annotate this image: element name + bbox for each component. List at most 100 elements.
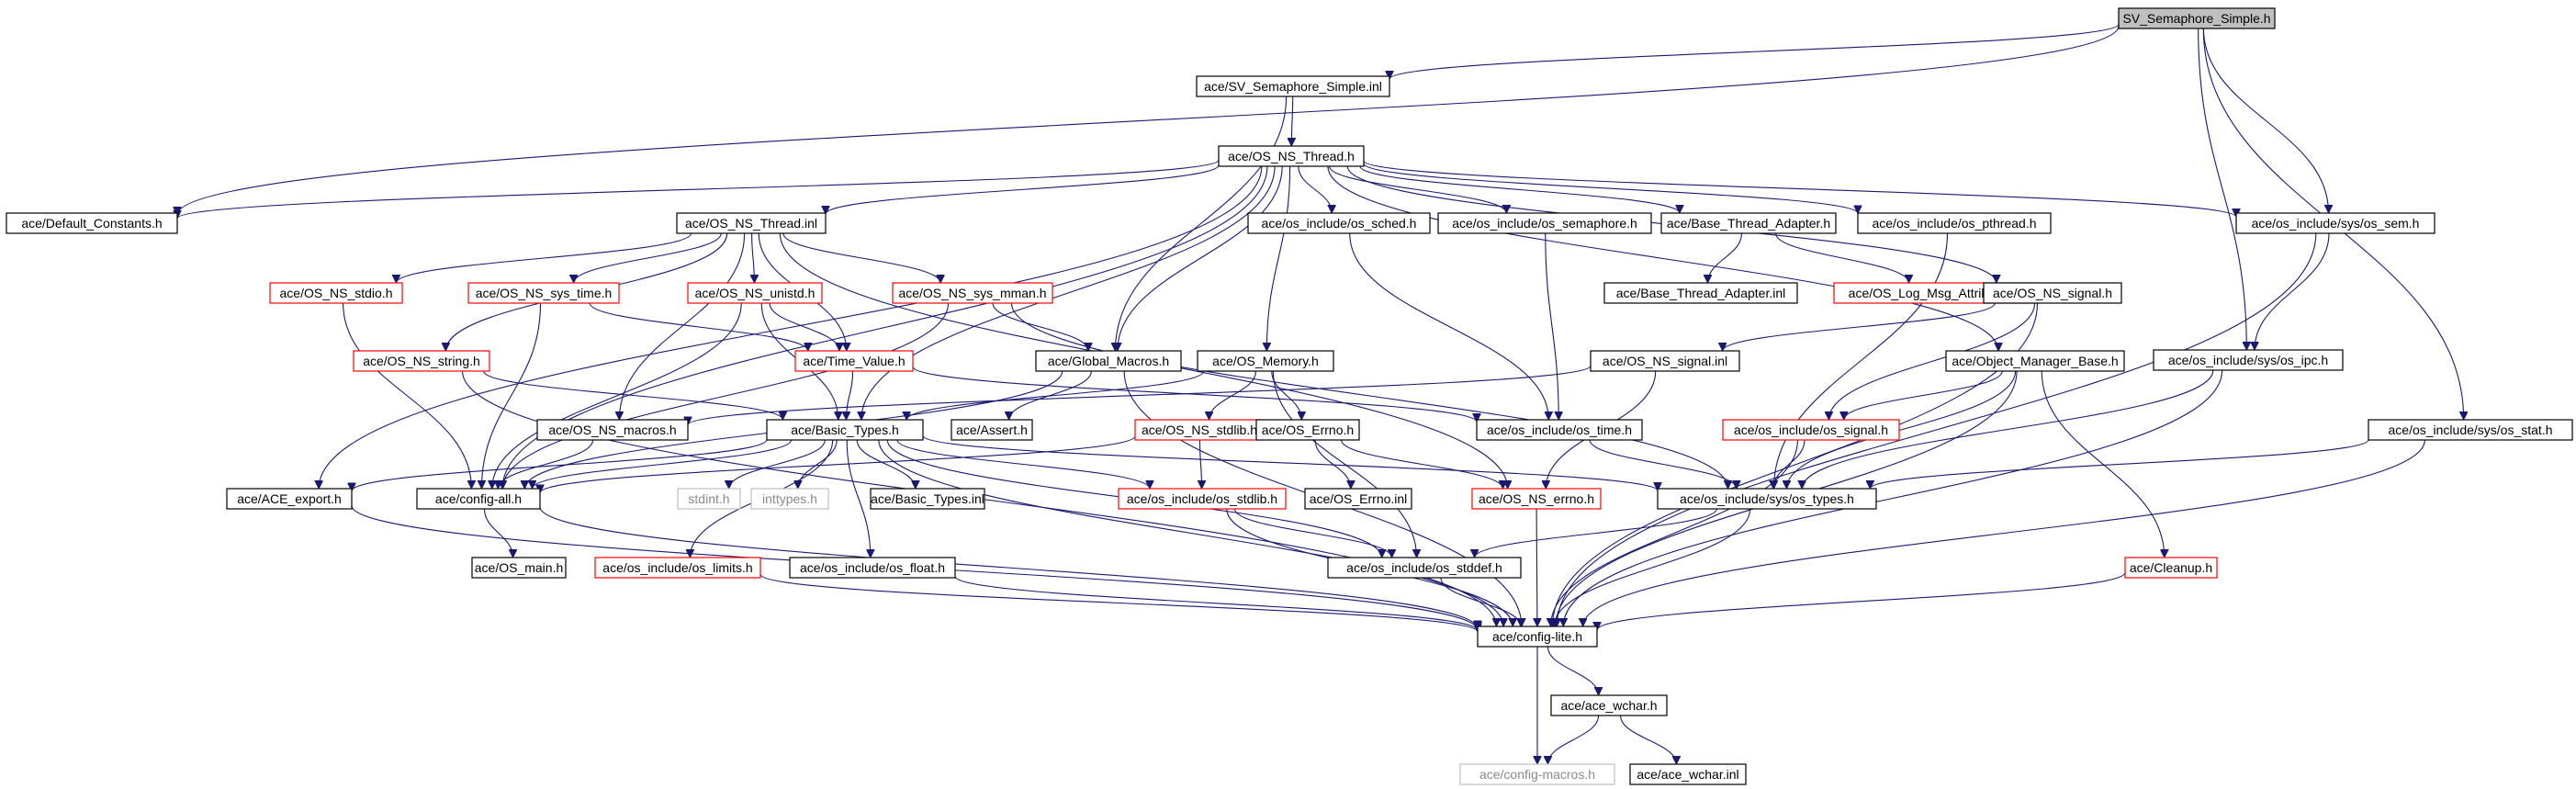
node-box[interactable] [1218,145,1365,167]
graph-node[interactable]: ace/os_include/sys/os_types.h [1657,488,1877,510]
node-box[interactable] [2153,349,2344,371]
node-box[interactable] [1035,350,1182,372]
node-box[interactable] [1197,350,1334,372]
graph-node[interactable]: ace/OS_NS_stdlib.h [1134,419,1265,441]
node-box[interactable] [1196,75,1390,97]
graph-node[interactable]: ace/config-macros.h [1459,763,1615,785]
graph-node[interactable]: ace/os_include/os_sched.h [1247,212,1431,234]
node-box[interactable] [676,212,827,234]
graph-node[interactable]: ace/config-lite.h [1477,626,1598,648]
graph-node[interactable]: ace/OS_NS_Thread.inl [676,212,827,234]
node-box[interactable] [353,350,490,372]
graph-node[interactable]: ace/Assert.h [951,419,1033,441]
graph-node[interactable]: ace/os_include/sys/os_sem.h [2235,212,2435,234]
graph-node[interactable]: ace/OS_main.h [471,557,567,579]
node-box[interactable] [1657,488,1877,510]
graph-node[interactable]: ace/OS_NS_signal.inl [1590,350,1740,372]
graph-node[interactable]: ace/Default_Constants.h [6,212,178,234]
graph-node[interactable]: ace/OS_NS_sys_time.h [467,282,620,304]
graph-node[interactable]: ace/os_include/sys/os_ipc.h [2153,349,2344,371]
graph-node[interactable]: ace/OS_NS_unistd.h [687,282,823,304]
graph-node[interactable]: ace/os_include/os_semaphore.h [1437,212,1652,234]
node-box[interactable] [1247,212,1431,234]
node-box[interactable] [2124,557,2218,579]
node-box[interactable] [789,557,956,579]
graph-node[interactable]: ace/os_include/os_limits.h [594,557,761,579]
node-box[interactable] [794,350,914,372]
graph-node[interactable]: ace/os_include/os_time.h [1476,419,1643,441]
node-box[interactable] [226,488,353,510]
graph-node[interactable]: ace/OS_NS_stdio.h [269,282,403,304]
graph-node[interactable]: ace/OS_Errno.h [1255,419,1360,441]
graph-node[interactable]: ace/os_include/os_signal.h [1722,419,1900,441]
graph-node[interactable]: ace/Cleanup.h [2124,557,2218,579]
graph-node[interactable]: ace/OS_NS_string.h [353,350,490,372]
graph-node[interactable]: ace/ACE_export.h [226,488,353,510]
node-box[interactable] [467,282,620,304]
node-box[interactable] [1327,557,1522,579]
node-box[interactable] [1437,212,1652,234]
graph-node[interactable]: ace/ace_wchar.h [1550,694,1668,716]
graph-node[interactable]: ace/os_include/os_stdlib.h [1118,488,1287,510]
graph-node[interactable]: ace/os_include/os_pthread.h [1857,212,2052,234]
node-box[interactable] [1255,419,1360,441]
graph-node[interactable]: ace/Object_Manager_Base.h [1945,350,2125,372]
graph-node[interactable]: ace/os_include/os_stddef.h [1327,557,1522,579]
node-box[interactable] [750,488,829,510]
node-box[interactable] [1476,419,1643,441]
graph-node[interactable]: ace/OS_NS_errno.h [1471,488,1602,510]
node-box[interactable] [1471,488,1602,510]
node-box[interactable] [766,419,924,441]
graph-node[interactable]: ace/OS_NS_signal.h [1983,282,2122,304]
node-box[interactable] [1304,488,1412,510]
node-box[interactable] [951,419,1033,441]
node-box[interactable] [2118,7,2276,29]
node-box[interactable] [6,212,178,234]
node-box[interactable] [594,557,761,579]
graph-node[interactable]: ace/Base_Thread_Adapter.h [1660,212,1837,234]
edge-n4-to-n40 [1802,369,2214,489]
node-box[interactable] [2235,212,2435,234]
graph-node[interactable]: ace/config-all.h [416,488,541,510]
node-box[interactable] [1118,488,1287,510]
node-box[interactable] [2368,419,2573,441]
node-box[interactable] [1722,419,1900,441]
graph-node[interactable]: ace/OS_Errno.inl [1304,488,1412,510]
graph-node[interactable]: ace/OS_NS_macros.h [536,419,689,441]
graph-node[interactable]: ace/Basic_Types.inl [870,488,985,510]
node-box[interactable] [677,488,741,510]
graph-node[interactable]: ace/os_include/sys/os_stat.h [2368,419,2573,441]
graph-node[interactable]: ace/SV_Semaphore_Simple.inl [1196,75,1390,97]
node-box[interactable] [1459,763,1615,785]
graph-node[interactable]: ace/OS_Memory.h [1197,350,1334,372]
node-box[interactable] [269,282,403,304]
node-box[interactable] [1629,763,1747,785]
node-box[interactable] [1550,694,1668,716]
node-label: ace/config-macros.h [1479,767,1595,782]
node-box[interactable] [1945,350,2125,372]
graph-node[interactable]: SV_Semaphore_Simple.h [2118,7,2276,29]
graph-node[interactable]: ace/Time_Value.h [794,350,914,372]
edge-n0-to-n1 [1389,23,2120,80]
graph-node[interactable]: ace/Global_Macros.h [1035,350,1182,372]
graph-node[interactable]: inttypes.h [750,488,829,510]
node-box[interactable] [536,419,689,441]
graph-node[interactable]: ace/OS_NS_sys_mman.h [892,282,1053,304]
graph-node[interactable]: stdint.h [677,488,741,510]
node-box[interactable] [892,282,1053,304]
node-box[interactable] [1603,282,1798,304]
graph-node[interactable]: ace/OS_NS_Thread.h [1218,145,1365,167]
node-box[interactable] [1983,282,2122,304]
node-box[interactable] [1590,350,1740,372]
node-box[interactable] [870,488,985,510]
node-box[interactable] [687,282,823,304]
node-box[interactable] [1857,212,2052,234]
node-box[interactable] [416,488,541,510]
graph-node[interactable]: ace/Base_Thread_Adapter.inl [1603,282,1798,304]
node-box[interactable] [471,557,567,579]
node-box[interactable] [1660,212,1837,234]
graph-node[interactable]: ace/ace_wchar.inl [1629,763,1747,785]
graph-node[interactable]: ace/Basic_Types.h [766,419,924,441]
graph-node[interactable]: ace/os_include/os_float.h [789,557,956,579]
node-box[interactable] [1477,626,1598,648]
